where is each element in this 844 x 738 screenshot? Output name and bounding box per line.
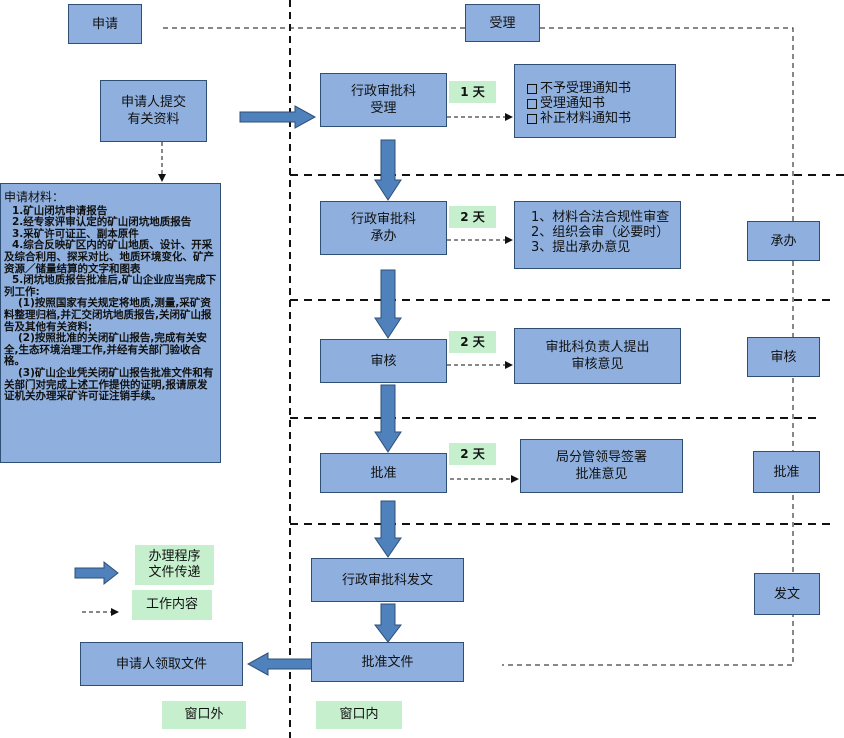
material-item: (2)按照批准的关闭矿山报告,完成有关安全,生态环境治理工作,并经有关部门验收合… (4, 332, 207, 368)
material-item: 4.综合反映矿区内的矿山地质、设计、开采及综合利用、探采对比、地质环境变化、矿产… (4, 239, 214, 275)
step-approve: 批准 (320, 453, 447, 493)
material-item: 2.经专家评审认定的矿山闭坑地质报告 (12, 216, 192, 229)
material-item: 3.采矿许可证正、副本原件 (12, 227, 139, 240)
materials-title: 申请材料： (4, 190, 65, 204)
flow-arrow-5 (373, 603, 403, 643)
step-accept: 行政审批科 受理 (320, 73, 447, 127)
flow-arrow-submit (239, 105, 317, 129)
checkbox-icon (527, 98, 537, 109)
handle-tasks-box: 1、材料合法合规性审查 2、组织会审（必要时） 3、提出承办意见 (514, 201, 681, 269)
flow-arrow-1 (374, 139, 402, 201)
notice-item: 不予受理通知书 (527, 81, 675, 96)
flow-arrow-4 (374, 500, 402, 558)
accept-header: 受理 (465, 4, 540, 42)
checkbox-icon (527, 83, 537, 94)
task-item: 3、提出承办意见 (531, 240, 631, 255)
right-issue-box: 发文 (754, 573, 820, 615)
approval-opinion-box: 局分管领导签署 批准意见 (520, 439, 683, 493)
duration-badge: 1 天 (449, 81, 496, 103)
receive-document-box: 申请人领取文件 (80, 642, 243, 686)
material-item: (1)按照国家有关规定将地质,测量,采矿资料整理归档,并汇交闭坑地质报告,关闭矿… (4, 297, 212, 333)
material-item: (3)矿山企业凭关闭矿山报告批准文件和有关部门对完成上述工作提供的证明,报请原发… (4, 366, 214, 403)
checkbox-icon (527, 113, 537, 124)
material-item: 1.矿山闭坑申请报告 (12, 204, 108, 217)
right-handle-box: 承办 (747, 221, 820, 261)
step-approval-document: 批准文件 (311, 642, 464, 682)
zone-outside-label: 窗口外 (162, 701, 246, 729)
notice-item: 受理通知书 (527, 96, 675, 111)
legend-work-label: 工作内容 (132, 590, 212, 620)
accept-notices-box: 不予受理通知书 受理通知书 补正材料通知书 (514, 64, 676, 138)
duration-badge: 2 天 (449, 206, 496, 228)
legend-flow-label: 办理程序 文件传递 (135, 545, 214, 585)
zone-inside-label: 窗口内 (316, 701, 402, 729)
duration-badge: 2 天 (449, 331, 496, 353)
duration-badge: 2 天 (449, 443, 496, 465)
flow-arrow-3 (374, 384, 402, 453)
right-review-box: 审核 (747, 337, 820, 377)
materials-list-box: 申请材料： 1.矿山闭坑申请报告 2.经专家评审认定的矿山闭坑地质报告 3.采矿… (0, 183, 221, 463)
task-item: 1、材料合法合规性审查 (531, 210, 670, 225)
right-approve-box: 批准 (753, 451, 820, 493)
task-item: 2、组织会审（必要时） (531, 225, 670, 240)
review-opinion-box: 审批科负责人提出 审核意见 (514, 328, 681, 384)
notice-item: 补正材料通知书 (527, 111, 675, 126)
step-handle: 行政审批科 承办 (320, 201, 447, 255)
step-issue: 行政审批科发文 (311, 558, 464, 602)
legend-flow-arrow (74, 560, 119, 586)
flow-arrow-2 (374, 269, 402, 339)
submit-materials-box: 申请人提交 有关资料 (100, 80, 207, 142)
flow-arrow-receive (246, 652, 313, 676)
material-item: 5.闭坑地质报告批准后,矿山企业应当完成下列工作: (4, 274, 217, 298)
step-review: 审核 (320, 339, 447, 383)
apply-header: 申请 (68, 4, 142, 44)
